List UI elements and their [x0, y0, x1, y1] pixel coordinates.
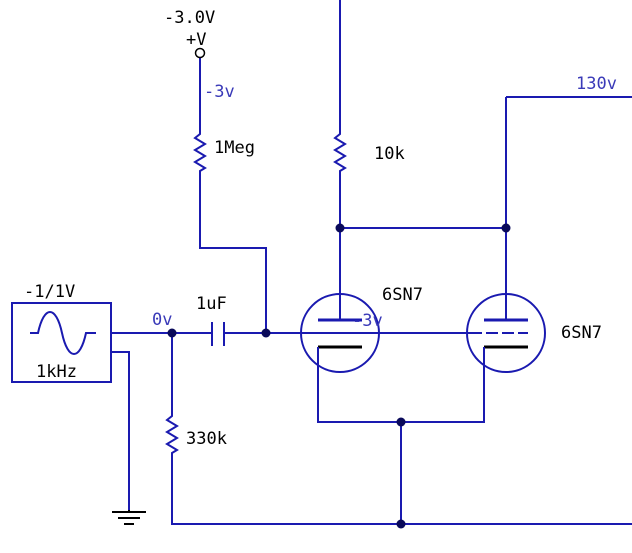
junction-plate-2 — [501, 223, 511, 233]
bias-node-annotation: -3v — [204, 82, 235, 102]
bias-supply-terminal[interactable] — [194, 47, 206, 59]
junction-grid-node — [261, 328, 271, 338]
resistor-icon — [193, 128, 207, 176]
triode-icon[interactable] — [300, 293, 380, 373]
r-plate-label: 10k — [374, 144, 405, 164]
tube-1-label: 6SN7 — [382, 285, 423, 305]
junction-plate-1 — [335, 223, 345, 233]
resistor-icon — [165, 410, 179, 458]
tube-2-label: 6SN7 — [561, 323, 602, 343]
wire-plate-resistor-bottom — [339, 176, 506, 229]
ground-icon — [112, 510, 146, 525]
r-grid-label: 330k — [186, 429, 227, 449]
resistor-icon — [333, 128, 347, 176]
wire-grid-resistor-bottom — [171, 458, 632, 525]
input-node-annotation: 0v — [152, 310, 172, 330]
source-amplitude-label: -1/1V — [24, 282, 75, 302]
junction-input-node — [167, 328, 177, 338]
triode-icon[interactable] — [466, 293, 546, 373]
capacitor-label: 1uF — [196, 294, 227, 314]
bias-supply-voltage-label: -3.0V — [164, 8, 215, 28]
sine-wave-icon — [30, 311, 96, 355]
bias-supply-terminal-label: +V — [186, 30, 206, 50]
plate-supply-annotation: 130v — [576, 74, 617, 94]
wire-source-ground-return — [111, 351, 130, 510]
wire-bias-to-grid — [199, 176, 267, 333]
grid-node-annotation: -3v — [352, 311, 383, 331]
junction-ground-rail — [396, 519, 406, 529]
signal-source[interactable] — [11, 302, 112, 383]
r-bias-label: 1Meg — [214, 138, 255, 158]
junction-cathode-common — [396, 417, 406, 427]
source-frequency-label: 1kHz — [36, 362, 77, 382]
capacitor-icon — [211, 322, 225, 346]
